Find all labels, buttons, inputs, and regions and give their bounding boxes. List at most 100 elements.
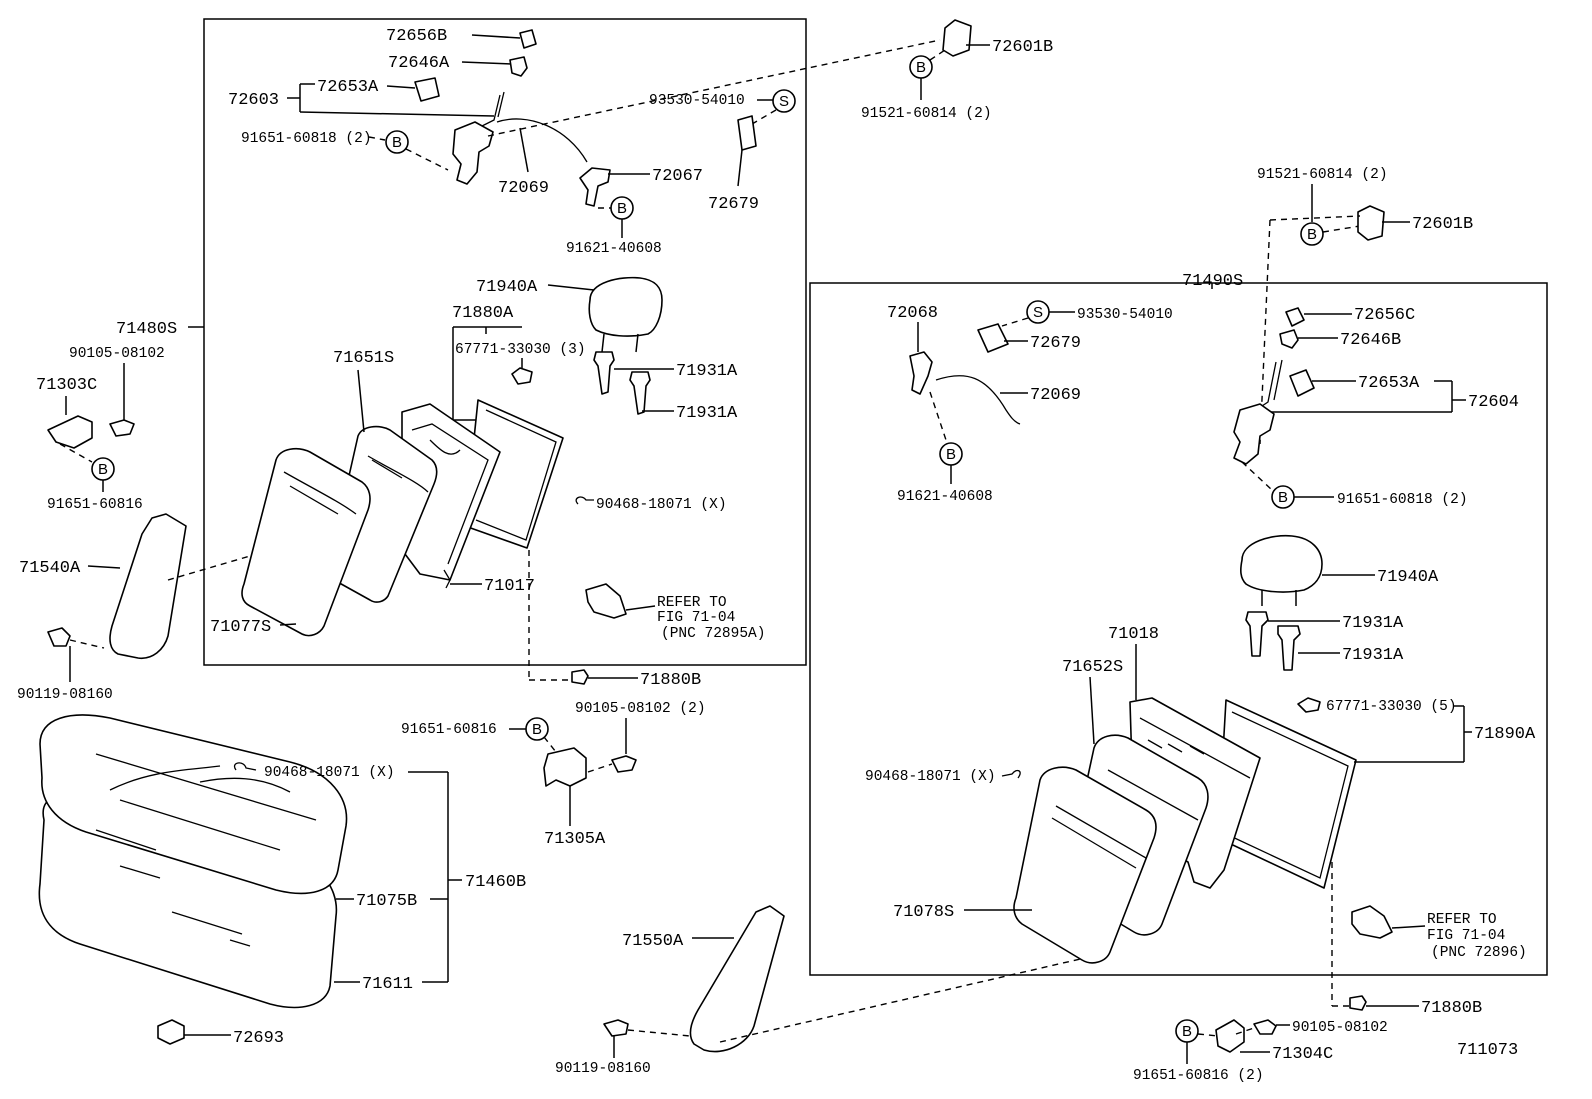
bracket-72601B-right [1357,205,1385,241]
label-72656C: 72656C [1354,306,1415,325]
clip-72679-left [737,115,757,151]
label-72067: 72067 [652,167,703,186]
label-90119-08160-left: 90119-08160 [17,687,113,703]
label-90105-08102-2-center: 90105-08102 (2) [575,701,706,717]
label-71490S: 71490S [1182,272,1243,291]
label-72646A: 72646A [388,54,450,73]
clip-71880B-left [571,669,589,685]
label-71077S: 71077S [210,618,271,637]
cover-72653A [414,77,440,102]
label-71305A: 71305A [544,830,606,849]
refer-part-left [585,583,627,619]
bolt-marker-b-6-text: B [1307,226,1317,243]
clip-72693 [157,1019,185,1045]
side-trim-71540A [109,513,187,660]
label-72653A: 72653A [317,78,379,97]
bolt-90105-center [611,755,637,773]
bolt-marker-b-1-text: B [392,134,402,151]
side-trim-71550A [689,905,785,1053]
label-90105-08102-left: 90105-08102 [69,346,165,362]
label-72656B: 72656B [386,27,447,46]
bolt-marker-b-4-text: B [98,461,108,478]
label-91521-60814-2-top: 91521-60814 (2) [861,106,992,122]
left-seatback-group-box [203,18,807,666]
seatback-cover-71078S [1013,766,1157,964]
label-pnc-72896: (PNC 72896) [1431,945,1527,961]
label-refer-to-right: REFER TO [1427,912,1497,928]
label-91651-60818-2-left: 91651-60818 (2) [241,131,372,147]
latch-assembly-left [452,121,494,185]
label-71480S: 71480S [116,320,177,339]
label-72604: 72604 [1468,393,1519,412]
label-72601B-right: 72601B [1412,215,1473,234]
label-71075B: 71075B [356,892,417,911]
label-71890A: 71890A [1474,725,1536,744]
headrest-71940A-left [588,276,663,337]
label-72069-left: 72069 [498,179,549,198]
screw-marker-s-2-text: S [1033,304,1043,321]
clip-67771-right [1297,697,1321,713]
label-90468-18071-X-bench: 90468-18071 (X) [264,765,395,781]
bolt-marker-b-7-text: B [946,446,956,463]
label-fig-71-04-right: FIG 71-04 [1427,928,1505,944]
label-72603: 72603 [228,91,279,110]
clip-71880B-right [1349,995,1367,1011]
label-71880A: 71880A [452,304,514,323]
label-72679-right: 72679 [1030,334,1081,353]
bolt-90105-left [109,419,135,437]
bolt-marker-b-5-text: B [532,721,542,738]
label-71540A: 71540A [19,559,81,578]
label-91621-40608-left: 91621-40608 [566,241,662,257]
diagram-number: 711073 [1457,1041,1518,1060]
label-91651-60818-2-right: 91651-60818 (2) [1337,492,1468,508]
label-71931A-left-2: 71931A [676,404,738,423]
label-90468-18071-X-right: 90468-18071 (X) [865,769,996,785]
label-67771-33030-3: 67771-33030 (3) [455,342,586,358]
screw-marker-s-1 [772,89,796,113]
guide-71931A-left-2 [629,371,651,415]
label-91651-60816-left: 91651-60816 [47,497,143,513]
label-71651S: 71651S [333,349,394,368]
label-71652S: 71652S [1062,658,1123,677]
clip-67771-left [511,367,533,385]
label-93530-54010-left: 93530-54010 [649,93,745,109]
label-72068: 72068 [887,304,938,323]
bolt-marker-b-6 [1300,222,1324,246]
label-72069-right: 72069 [1030,386,1081,405]
refer-part-right [1351,905,1393,939]
cover-72653A-right [1289,369,1315,397]
bolt-marker-b-2-text: B [617,200,627,217]
bolt-marker-b-9-text: B [1182,1023,1192,1040]
cap-72656B [519,29,537,49]
bolt-marker-b-1 [385,130,409,154]
guide-71931A-left-1 [593,351,615,395]
label-90105-08102-right: 90105-08102 [1292,1020,1388,1036]
latch-assembly-right [1233,403,1275,465]
label-71303C: 71303C [36,376,97,395]
label-71550A: 71550A [622,932,684,951]
label-71931A-left-1: 71931A [676,362,738,381]
label-71017: 71017 [484,577,535,596]
hinge-71304C [1215,1019,1245,1053]
label-90468-18071-X-left: 90468-18071 (X) [596,497,727,513]
bolt-marker-b-5 [525,717,549,741]
label-refer-to-left: REFER TO [657,595,727,611]
headrest-71940A-right [1240,534,1323,593]
label-91621-40608-right: 91621-40608 [897,489,993,505]
label-71931A-right-2: 71931A [1342,646,1404,665]
label-72601B-top: 72601B [992,38,1053,57]
clip-72679-right [977,323,1009,353]
label-72653A-right: 72653A [1358,374,1420,393]
guide-71931A-right-1 [1245,611,1269,657]
knob-72646B [1279,329,1299,349]
hinge-71303C [47,415,93,449]
hinge-71305A [543,747,587,787]
guide-71931A-right-2 [1277,625,1301,671]
label-93530-54010-right: 93530-54010 [1077,307,1173,323]
lock-72068 [909,351,933,395]
bolt-90105-right [1253,1019,1277,1035]
bolt-90119-center [603,1019,629,1037]
label-71880B-left: 71880B [640,671,701,690]
label-71460B: 71460B [465,873,526,892]
